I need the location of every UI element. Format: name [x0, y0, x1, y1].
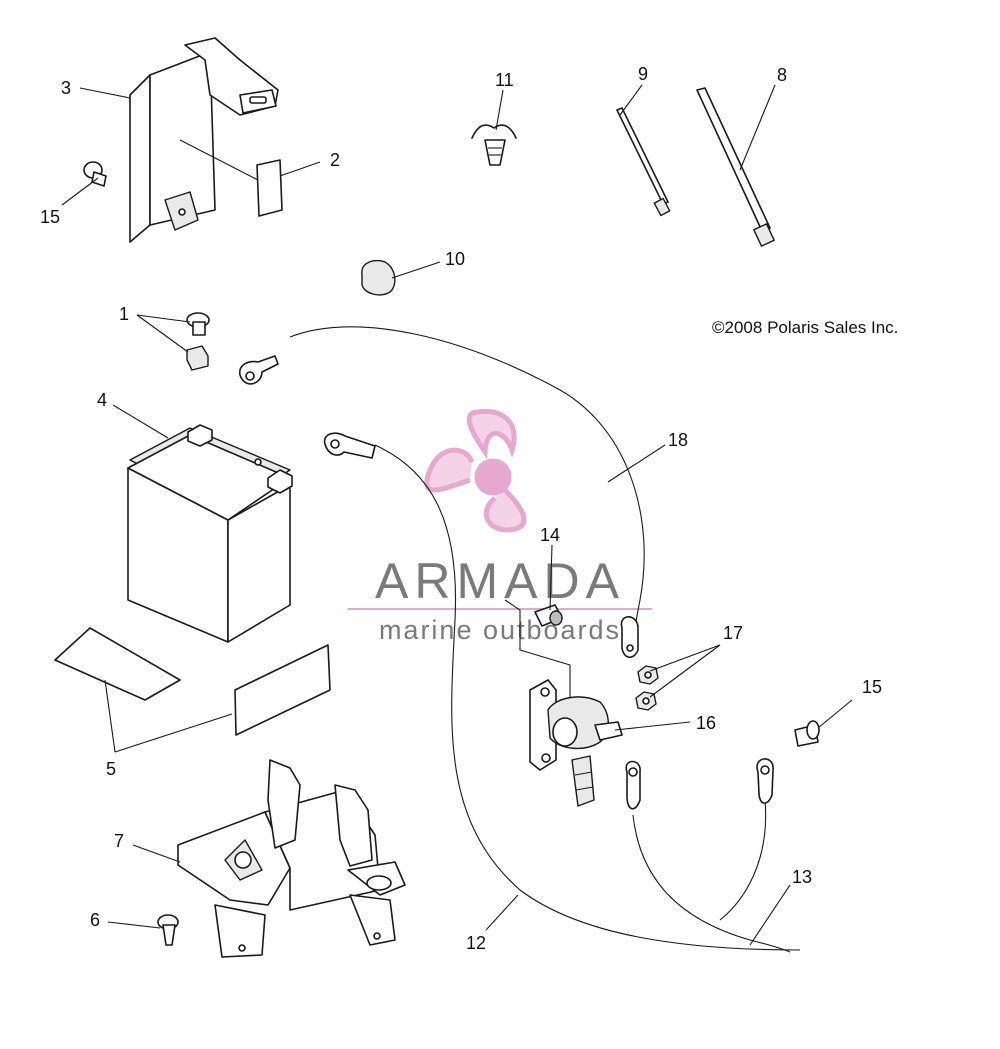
callout-5: 5 — [106, 759, 116, 779]
part-14-bushing — [534, 604, 563, 627]
callout-8: 8 — [777, 65, 787, 85]
callout-labels: 3 2 15 11 9 8 10 ©2008 Polaris Sales Inc… — [40, 64, 898, 953]
cable-13 — [632, 799, 791, 953]
watermark-tagline: marine outboards — [379, 615, 621, 645]
callout-1: 1 — [119, 304, 129, 324]
callout-13: 13 — [792, 867, 812, 887]
callout-3: 3 — [61, 78, 71, 98]
callout-9: 9 — [638, 64, 648, 84]
leader-lines — [61, 84, 853, 946]
part-16-solenoid — [529, 679, 623, 807]
ring-terminal-wire-18 — [620, 616, 639, 659]
ring-terminal-upper — [238, 355, 279, 385]
callout-18: 18 — [668, 430, 688, 450]
callout-17: 17 — [723, 623, 743, 643]
part-4-battery — [127, 424, 293, 643]
part-17-nuts — [635, 665, 659, 711]
callout-11: 11 — [495, 70, 514, 90]
part-11-push-clip — [471, 124, 517, 166]
watermark-brand: ARMADA — [375, 553, 625, 609]
part-15-bolt-right — [794, 720, 820, 747]
watermark-logo: ARMADA marine outboards — [348, 408, 652, 645]
callout-15-upper: 15 — [40, 207, 60, 227]
callout-7: 7 — [114, 831, 124, 851]
callout-16: 16 — [696, 713, 716, 733]
propeller-logo — [424, 408, 527, 533]
callout-15-right: 15 — [862, 677, 882, 697]
part-1-bolt-nut — [186, 312, 210, 371]
wire-harness-18 — [289, 326, 645, 646]
callout-10: 10 — [445, 249, 465, 269]
callout-4: 4 — [97, 390, 107, 410]
part-7-battery-tray — [177, 759, 406, 958]
part-2-label — [256, 159, 283, 217]
part-3-strap-bracket — [129, 37, 279, 243]
part-9-cable-tie-small — [616, 107, 671, 217]
callout-6: 6 — [90, 910, 100, 930]
part-15-bolt-upper — [83, 161, 107, 187]
part-8-cable-tie-large — [696, 87, 775, 247]
callout-14: 14 — [540, 525, 560, 545]
wire-to-solenoid — [504, 599, 571, 700]
part-5-pads — [54, 627, 331, 736]
copyright-text: ©2008 Polaris Sales Inc. — [712, 318, 898, 337]
part-10-terminal-cap — [361, 259, 396, 296]
ring-terminals-cable-13 — [625, 758, 774, 810]
ring-terminal-cable-12 — [323, 432, 376, 459]
callout-12: 12 — [466, 933, 486, 953]
callout-2: 2 — [330, 150, 340, 170]
part-6-screw — [157, 914, 179, 946]
cable-12 — [374, 444, 801, 951]
